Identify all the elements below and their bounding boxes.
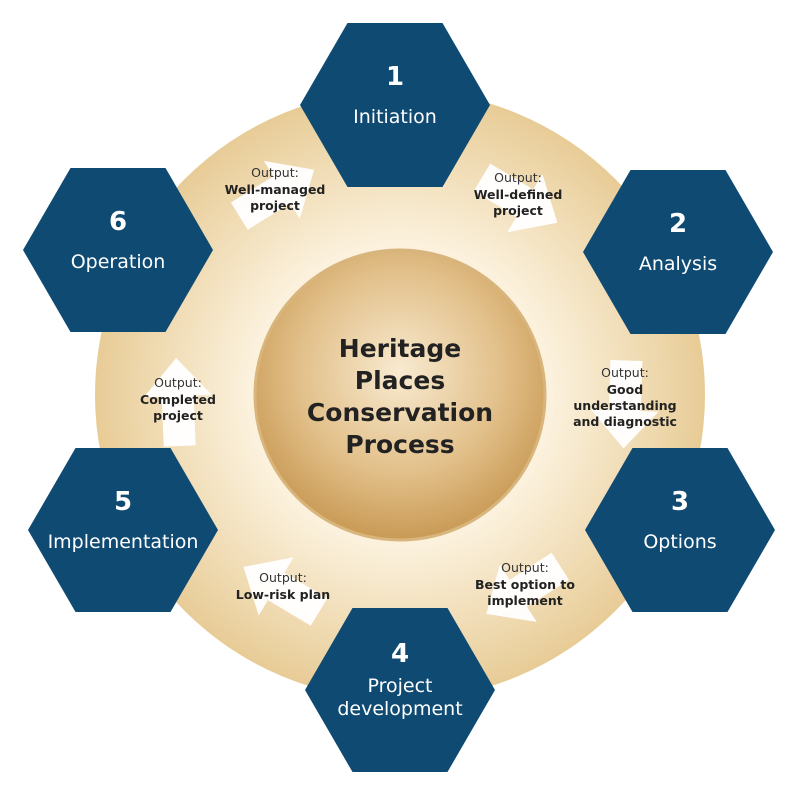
center-title-line: Process xyxy=(345,430,454,459)
output-prefix: Output: xyxy=(601,365,649,380)
output-prefix: Output: xyxy=(494,170,542,185)
flow-arrow-icon xyxy=(590,359,659,449)
output-label: Output: Low-risk plan xyxy=(236,570,330,602)
output-prefix: Output: xyxy=(154,375,202,390)
output-value: and diagnostic xyxy=(573,414,677,429)
hexagon-shape xyxy=(300,23,490,187)
center-title-line: Conservation xyxy=(307,398,493,427)
stage-label: Analysis xyxy=(639,253,717,275)
stage-label: Project xyxy=(367,675,432,697)
center-title-line: Heritage xyxy=(339,334,461,363)
hexagon-shape xyxy=(23,168,213,332)
output-value: implement xyxy=(487,593,562,608)
output-value: Low-risk plan xyxy=(236,587,330,602)
stage-label: Implementation xyxy=(48,531,199,553)
output-value: Well-managed xyxy=(225,182,326,197)
stage-label: Operation xyxy=(71,251,166,273)
flow-arrow-icon xyxy=(243,557,328,626)
flow-arrow-icon xyxy=(143,358,212,447)
hexagon-shape xyxy=(28,448,218,612)
stage-number: 4 xyxy=(391,639,409,669)
hexagon-shape xyxy=(585,448,775,612)
output-value: Completed xyxy=(140,392,216,407)
stage-label: development xyxy=(337,698,462,720)
output-value: project xyxy=(153,408,203,423)
output-value: Best option to xyxy=(475,577,575,592)
stage-number: 3 xyxy=(671,487,689,517)
center-title-line: Places xyxy=(355,366,445,395)
stage-number: 1 xyxy=(386,62,404,92)
output-prefix: Output: xyxy=(251,165,299,180)
output-value: Good xyxy=(607,382,643,397)
stage-label: Options xyxy=(643,531,716,553)
hexagon-shape xyxy=(583,170,773,334)
flow-arrow-icon xyxy=(473,163,558,233)
flow-arrow-icon xyxy=(230,160,315,230)
output-prefix: Output: xyxy=(501,560,549,575)
output-value: Well-defined xyxy=(474,187,563,202)
output-value: project xyxy=(250,198,300,213)
stage-number: 5 xyxy=(114,487,132,517)
output-value: project xyxy=(493,203,543,218)
stage-number: 6 xyxy=(109,207,127,237)
hexagon-shape xyxy=(305,608,495,772)
stage-label: Initiation xyxy=(353,106,437,128)
flow-arrow-icon xyxy=(486,552,569,622)
center-circle xyxy=(253,248,547,542)
stage-number: 2 xyxy=(669,209,687,239)
output-prefix: Output: xyxy=(259,570,307,585)
output-value: understanding xyxy=(573,398,676,413)
